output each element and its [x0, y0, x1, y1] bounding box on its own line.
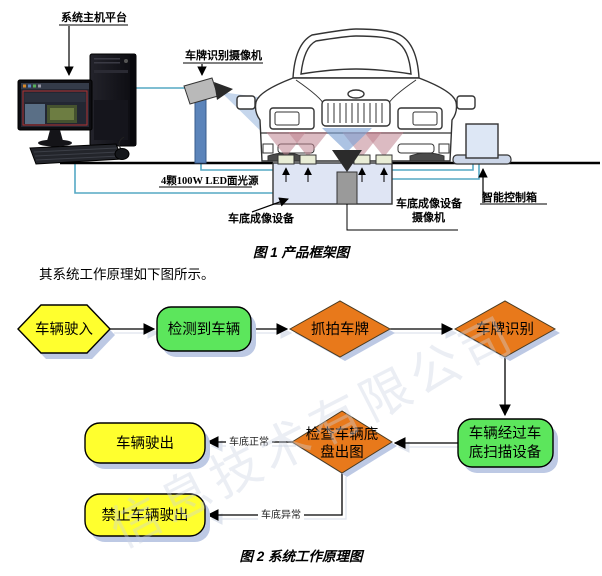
edge-label-abnormal: 车底异常 [261, 508, 301, 521]
node-label-line1: 车辆经过车 [469, 425, 542, 442]
led-light-1 [277, 154, 295, 165]
underbody-camera-label-line2: 摄像机 [412, 210, 445, 224]
node-label: 禁止车辆驶出 [102, 507, 189, 524]
label-underbody-camera: 车底成像设备 摄像机 [346, 196, 463, 231]
figure1-product-frame-diagram: 系统主机平台 车牌识别摄像机 [17, 10, 600, 231]
camera-lens [214, 82, 233, 100]
mouse [114, 136, 130, 160]
underbody-camera-body [336, 171, 358, 205]
node-label: 抓拍车牌 [311, 321, 369, 338]
node-label-line2: 底扫描设备 [469, 444, 542, 461]
camera-body [183, 77, 219, 105]
car-badge [347, 89, 365, 99]
underbody-camera-label-line1: 车底成像设备 [396, 196, 463, 210]
node-vehicle-exit: 车辆驶出 [84, 422, 210, 469]
node-check-underbody: 检查车辆底 盘出图 [291, 410, 397, 477]
car-right-wheel [409, 152, 445, 162]
pc-tower [89, 53, 137, 147]
cable-pc-to-underbody-device [74, 162, 347, 194]
underbody-camera-cone [322, 128, 372, 152]
node-label-line2: 盘出图 [320, 443, 364, 461]
screen-truck-image [25, 104, 45, 124]
host-platform-label: 系统主机平台 [61, 10, 127, 24]
keyboard [29, 143, 123, 165]
plate-camera-label: 车牌识别摄像机 [185, 48, 262, 62]
underbody-camera-leader [346, 204, 458, 231]
figure1-caption: 图 1 产品框架图 [252, 245, 349, 260]
underbody-camera-lens [332, 150, 362, 172]
node-label: 车辆驶出 [116, 435, 174, 452]
camera-pole [194, 97, 207, 164]
underbody-imaging-device [272, 150, 393, 205]
label-plate-camera: 车牌识别摄像机 [183, 48, 263, 76]
car-right-mirror [456, 95, 476, 110]
car-grille [321, 99, 391, 127]
edge-label-normal: 车底正常 [229, 435, 269, 448]
intro-paragraph: 其系统工作原理如下图所示。 [39, 267, 215, 282]
intelligent-control-box [452, 123, 512, 165]
underbody-light-cones [266, 128, 404, 157]
label-led-light: 4颗100W LED面光源 [159, 174, 259, 188]
flowchart-canvas: 车辆驶入 检测到车辆 抓拍车牌 车牌识别 [17, 300, 560, 542]
node-label-line1: 检查车辆底 [306, 426, 379, 443]
node-label: 检测到车辆 [168, 321, 241, 338]
monitor [17, 79, 93, 147]
label-control-box: 智能控制箱 [478, 168, 547, 205]
node-label: 车辆驶入 [35, 321, 93, 338]
node-label: 车牌识别 [476, 321, 534, 338]
led-light-label: 4颗100W LED面光源 [161, 174, 259, 187]
label-underbody-device: 车底成像设备 [228, 197, 295, 225]
node-recognize-plate: 车牌识别 [453, 300, 560, 361]
led-light-4 [375, 154, 393, 165]
car-left-mirror [236, 95, 256, 110]
underbody-device-arrow [251, 197, 289, 213]
underbody-device-label: 车底成像设备 [228, 211, 295, 225]
edge-labels: 车底正常 车底异常 [226, 435, 304, 521]
car-windshield [300, 35, 412, 75]
figure2-flowchart: 信息技术有限公司 [0, 288, 602, 559]
node-vehicle-enter: 车辆驶入 [17, 304, 115, 359]
host-computer [17, 53, 137, 165]
node-vehicle-detected: 检测到车辆 [156, 306, 256, 357]
label-host-platform: 系统主机平台 [59, 10, 128, 76]
control-box-label: 智能控制箱 [482, 190, 537, 204]
figure2-caption: 图 2 系统工作原理图 [239, 549, 363, 564]
edge-check-forbid [206, 473, 343, 521]
led-light-2 [299, 154, 317, 165]
node-forbid-exit: 禁止车辆驶出 [84, 493, 210, 542]
node-pass-scan-device: 车辆经过车 底扫描设备 [457, 418, 558, 473]
node-capture-plate: 抓拍车牌 [288, 300, 395, 361]
connectors [110, 323, 511, 521]
car-right-foglight [397, 143, 435, 154]
